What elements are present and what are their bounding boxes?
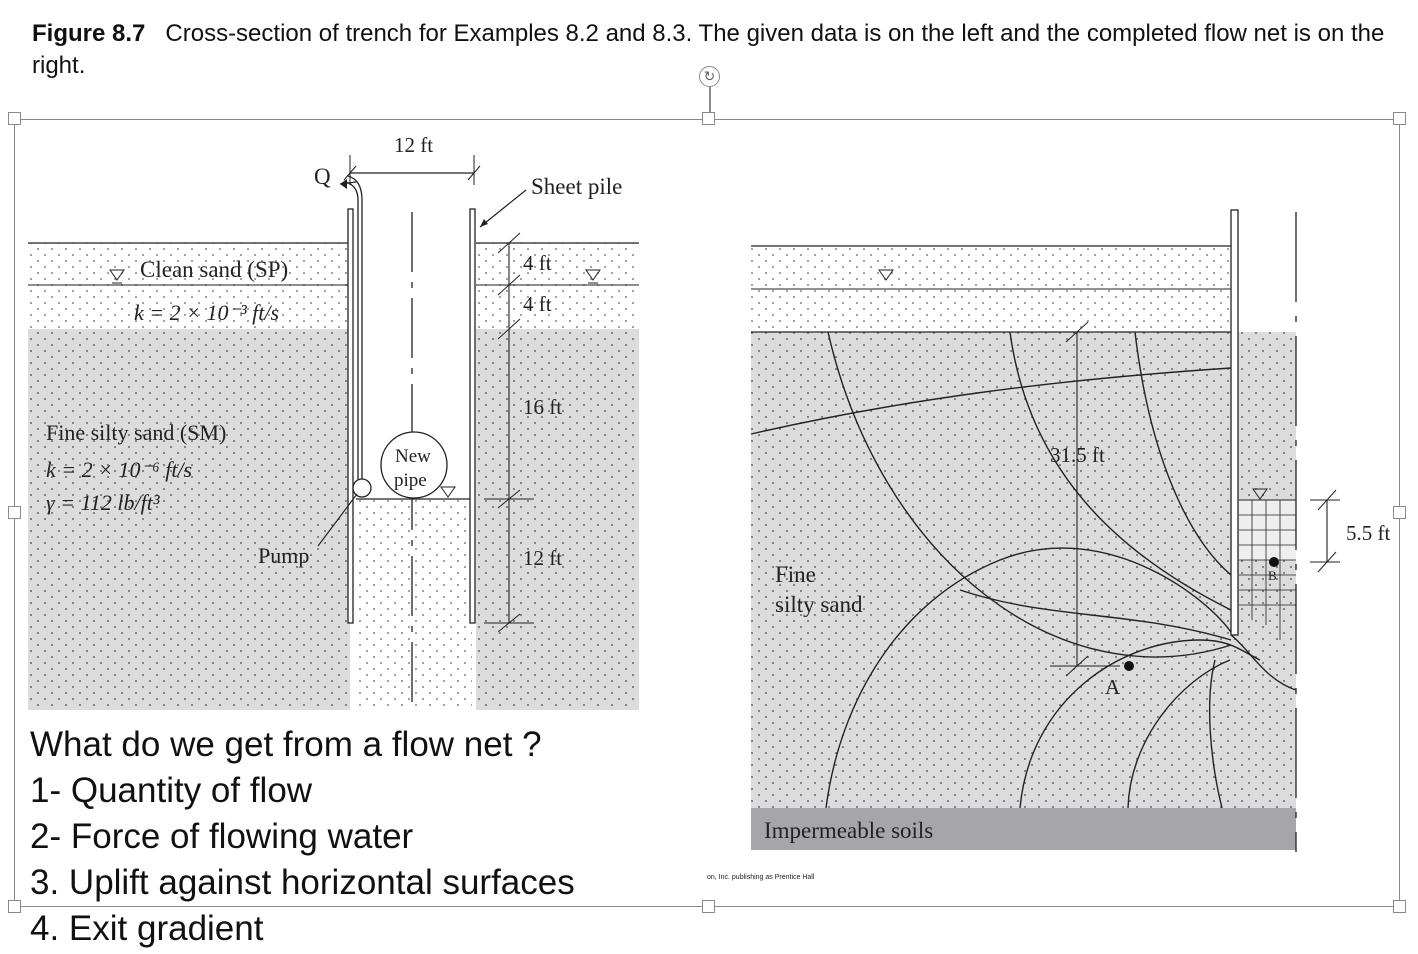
point-b-marker	[1269, 557, 1279, 567]
left-cross-section: 12 ft Q Sheet pile Clean sand (SP) k = 2…	[28, 133, 639, 710]
new-pipe-icon	[380, 431, 448, 499]
dim-5-5ft: 5.5 ft	[1346, 521, 1390, 545]
new-pipe-label-2: pipe	[394, 470, 427, 491]
resize-handle-top[interactable]	[702, 112, 715, 125]
list-item: 2- Force of flowing water	[30, 817, 414, 856]
k-sm-label: k = 2 × 10⁻⁶ ft/s	[46, 457, 192, 482]
sheet-pile-right	[469, 208, 476, 624]
new-pipe-label: New	[395, 446, 431, 467]
sheet-pile-net	[1230, 209, 1239, 636]
figure-caption: Figure 8.7 Cross-section of trench for E…	[32, 18, 1392, 82]
pump-label: Pump	[258, 543, 309, 568]
flow-q-label: Q	[314, 164, 331, 189]
list-item: 4. Exit gradient	[30, 909, 264, 948]
impermeable-layer	[751, 808, 1296, 850]
fine-silty-sand-sm-label: Fine silty sand (SM)	[46, 420, 226, 445]
question-heading: What do we get from a flow net ?	[30, 725, 542, 764]
water-table-icon	[109, 269, 125, 284]
flow-lines	[825, 547, 1297, 809]
resize-handle-right[interactable]	[1393, 506, 1406, 519]
figure-caption-text: Cross-section of trench for Examples 8.2…	[32, 20, 1385, 79]
water-table-icon	[878, 269, 894, 281]
rotate-handle-icon[interactable]: ↻	[699, 66, 720, 87]
clean-sand-label: Clean sand (SP)	[140, 257, 288, 282]
dim-4ft-b: 4 ft	[523, 292, 552, 316]
resize-handle-bottom-right[interactable]	[1393, 900, 1406, 913]
fine-silty-sand-label-2: silty sand	[775, 592, 863, 617]
resize-handle-bottom-left[interactable]	[8, 900, 21, 913]
pump-icon	[352, 478, 372, 498]
resize-handle-top-right[interactable]	[1393, 112, 1406, 125]
publisher-credit: on, Inc. publishing as Prentice Hall	[707, 874, 815, 881]
gamma-label: γ = 112 lb/ft³	[46, 490, 160, 515]
water-table-icon	[1252, 488, 1268, 500]
water-table-icon	[440, 486, 456, 498]
resize-handle-bottom[interactable]	[702, 900, 715, 913]
figure-label: Figure 8.7	[32, 20, 146, 47]
right-flow-net: Fine silty sand 31.5 ft 5.5 ft A B Imper…	[750, 209, 1390, 852]
rotate-stem	[709, 87, 711, 112]
sheet-pile-left	[347, 208, 354, 624]
water-table-icon	[585, 269, 601, 284]
impermeable-soils-label: Impermeable soils	[764, 818, 933, 843]
dim-31-5ft: 31.5 ft	[1050, 443, 1105, 467]
list-item: 1- Quantity of flow	[30, 771, 313, 810]
dim-12ft: 12 ft	[523, 546, 562, 570]
fine-silty-sand-label: Fine	[775, 562, 816, 587]
dim-trench-width: 12 ft	[394, 133, 433, 157]
k-sp-label: k = 2 × 10⁻³ ft/s	[134, 300, 279, 325]
point-b-label: B	[1268, 568, 1277, 583]
point-a-marker	[1124, 661, 1134, 671]
list-item: 3. Uplift against horizontal surfaces	[30, 863, 575, 902]
dim-4ft-a: 4 ft	[523, 251, 552, 275]
sheet-pile-label: Sheet pile	[531, 174, 622, 199]
point-a-label: A	[1105, 675, 1121, 699]
dim-16ft: 16 ft	[523, 395, 562, 419]
resize-handle-top-left[interactable]	[8, 112, 21, 125]
equipotential-lines	[750, 331, 1232, 658]
flow-net-question-list: What do we get from a flow net ? 1- Quan…	[30, 722, 575, 952]
resize-handle-left[interactable]	[8, 506, 21, 519]
